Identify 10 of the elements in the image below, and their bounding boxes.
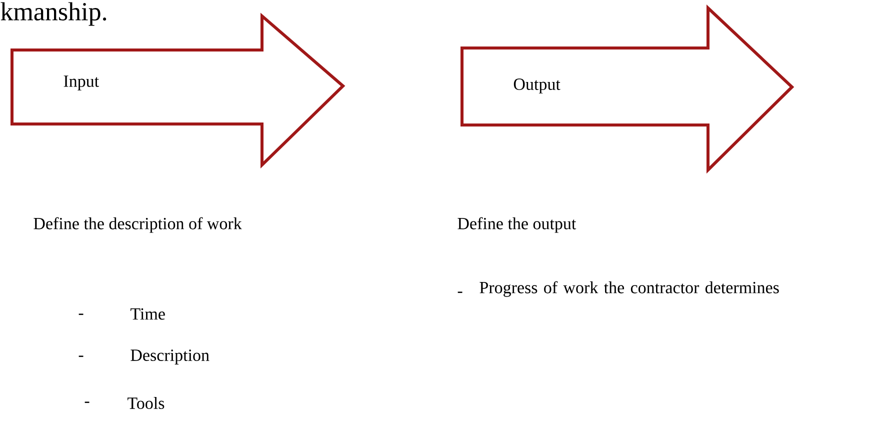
text-label: - <box>84 402 90 403</box>
text-label: Progress of work the contractor determines <box>480 281 779 297</box>
text-label: - <box>78 356 84 357</box>
text-label: Tools <box>128 397 164 409</box>
text-label: - <box>458 292 462 293</box>
text-label: Time <box>130 308 165 320</box>
text-label: - <box>78 314 84 315</box>
text-label: Define the description of work <box>34 217 242 233</box>
text-label: Define the output <box>458 217 576 233</box>
text-label: Description <box>130 350 210 364</box>
